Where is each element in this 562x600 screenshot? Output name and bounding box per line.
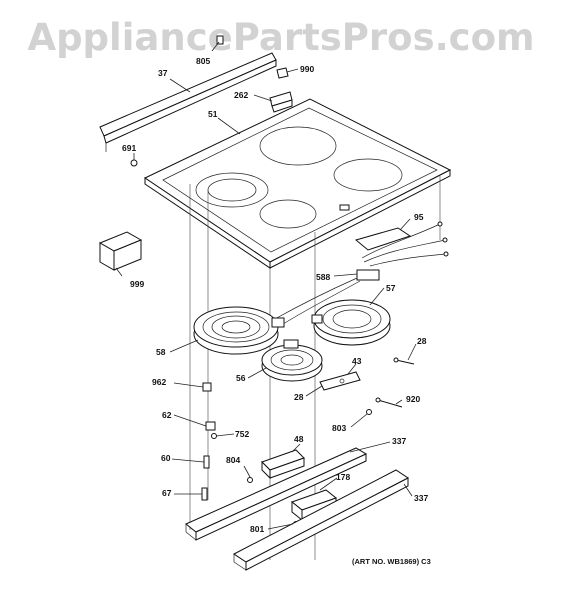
label-51: 51: [208, 109, 218, 119]
label-58: 58: [156, 347, 166, 357]
part-805-screw[interactable]: [216, 35, 224, 45]
leader-lines: [115, 41, 417, 530]
label-803: 803: [332, 423, 346, 433]
watermark-text: AppliancePartsPros.com: [27, 16, 534, 59]
part-28-rod-upper[interactable]: [393, 357, 415, 365]
label-67: 67: [162, 488, 172, 498]
part-920-rod[interactable]: [375, 397, 403, 408]
part-691-screw[interactable]: [130, 159, 138, 167]
label-588: 588: [316, 272, 330, 282]
part-337-front-rail-lower[interactable]: [233, 469, 409, 571]
part-60-pin[interactable]: [203, 455, 210, 469]
part-67-pin[interactable]: [201, 487, 208, 501]
label-48: 48: [294, 434, 304, 444]
label-805: 805: [196, 56, 210, 66]
part-752-screw[interactable]: [211, 433, 217, 439]
label-28-lower: 28: [294, 392, 304, 402]
part-62-bracket[interactable]: [205, 421, 216, 431]
label-920: 920: [406, 394, 420, 404]
label-43: 43: [352, 356, 362, 366]
label-962: 962: [152, 377, 166, 387]
label-37: 37: [158, 68, 168, 78]
label-801: 801: [250, 524, 264, 534]
label-990: 990: [300, 64, 314, 74]
label-178: 178: [336, 472, 350, 482]
part-990-clip[interactable]: [276, 67, 289, 79]
label-56: 56: [236, 373, 246, 383]
label-62: 62: [162, 410, 172, 420]
label-262: 262: [234, 90, 248, 100]
part-labels: 805 37 990 262 51 691 95 999 588 57 58 2…: [122, 56, 428, 534]
part-57-surface-element[interactable]: [311, 299, 391, 346]
part-804-screw[interactable]: [247, 477, 253, 483]
label-804: 804: [226, 455, 240, 465]
label-999: 999: [130, 279, 144, 289]
label-60: 60: [161, 453, 171, 463]
part-51-glass-cooktop[interactable]: [143, 98, 452, 269]
part-337-front-rail-upper[interactable]: [185, 447, 368, 541]
label-691: 691: [122, 143, 136, 153]
part-56-small-surface-element[interactable]: [261, 339, 323, 382]
label-95: 95: [414, 212, 424, 222]
part-262-bracket[interactable]: [269, 91, 293, 113]
part-962-clip[interactable]: [202, 382, 212, 392]
part-588-connector[interactable]: [272, 269, 380, 327]
label-28-upper: 28: [417, 336, 427, 346]
part-999-box[interactable]: [98, 231, 143, 271]
part-95-wire-harness[interactable]: [354, 221, 449, 267]
art-number: (ART NO. WB1869) C3: [352, 557, 431, 566]
part-48-terminal-block[interactable]: [261, 449, 305, 480]
part-803-screw[interactable]: [366, 409, 372, 415]
part-37-rear-trim[interactable]: [99, 52, 277, 152]
label-57: 57: [386, 283, 396, 293]
label-752: 752: [235, 429, 249, 439]
label-337-upper: 337: [392, 436, 406, 446]
part-58-large-surface-element[interactable]: [193, 306, 285, 355]
label-337-lower: 337: [414, 493, 428, 503]
part-43-bracket[interactable]: [319, 371, 361, 391]
